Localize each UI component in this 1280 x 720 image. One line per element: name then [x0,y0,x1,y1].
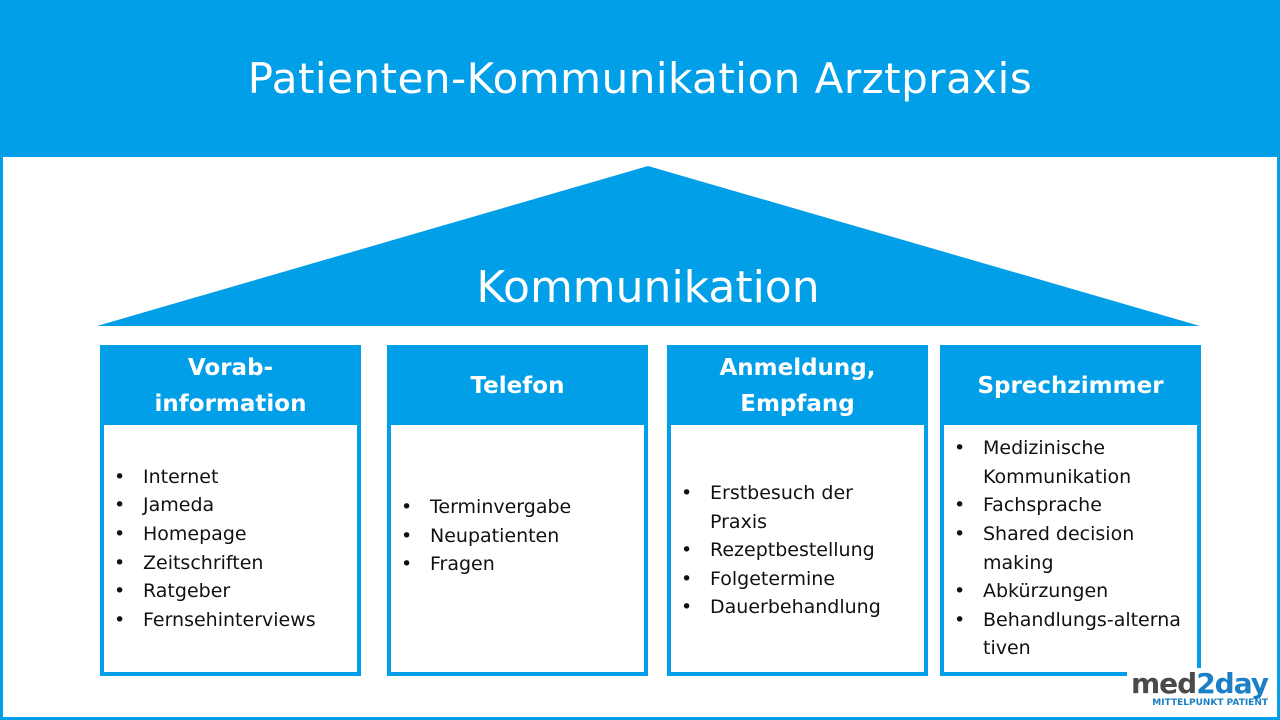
column-title: Vorab- information [154,355,307,417]
list-item: Behandlungs-alternativen [944,606,1184,663]
list-item: Terminvergabe [391,493,571,522]
column-header: Vorab- information [104,349,357,425]
list-item: Zeitschriften [104,549,316,578]
list-item: Fragen [391,550,571,579]
item-list: Medizinische Kommunikation Fachsprache S… [944,434,1184,663]
list-item: Homepage [104,520,316,549]
column-vorabinformation: Vorab- information Internet Jameda Homep… [100,345,361,676]
list-item: Abkürzungen [944,577,1184,606]
column-header: Anmeldung, Empfang [671,349,924,425]
column-telefon: Telefon Terminvergabe Neupatienten Frage… [387,345,648,676]
list-item: Fernsehinterviews [104,606,316,635]
med2day-logo: med2day MITTELPUNKT PATIENT [1126,667,1272,710]
list-item: Shared decision making [944,520,1184,577]
list-item: Medizinische Kommunikation [944,434,1184,491]
column-sprechzimmer: Sprechzimmer Medizinische Kommunikation … [940,345,1201,676]
list-item: Folgetermine [671,565,901,594]
list-item: Ratgeber [104,577,316,606]
item-list: Erstbesuch der Praxis Rezeptbestellung F… [671,479,901,622]
item-list: Internet Jameda Homepage Zeitschriften R… [104,463,316,635]
list-item: Dauerbehandlung [671,593,901,622]
logo-brand-a: med [1130,667,1197,700]
list-item: Neupatienten [391,522,571,551]
list-item: Erstbesuch der Praxis [671,479,886,536]
column-header: Sprechzimmer [944,349,1197,425]
roof-shape [97,166,1200,326]
column-title: Anmeldung, Empfang [719,355,876,417]
roof-label: Kommunikation [476,262,820,313]
list-item: Internet [104,463,316,492]
roof-triangle [97,166,1200,326]
item-list: Terminvergabe Neupatienten Fragen [391,493,571,579]
column-title: Telefon [470,373,565,400]
slide-title: Patienten-Kommunikation Arztpraxis [247,54,1033,103]
column-anmeldung-empfang: Anmeldung, Empfang Erstbesuch der Praxis… [667,345,928,676]
column-title: Sprechzimmer [977,373,1164,400]
list-item: Fachsprache [944,491,1184,520]
title-bar: Patienten-Kommunikation Arztpraxis [0,0,1280,157]
list-item: Rezeptbestellung [671,536,901,565]
list-item: Jameda [104,491,316,520]
column-header: Telefon [391,349,644,425]
logo-tagline: MITTELPUNKT PATIENT [1152,698,1268,708]
logo-brand-b: 2day [1196,667,1269,700]
